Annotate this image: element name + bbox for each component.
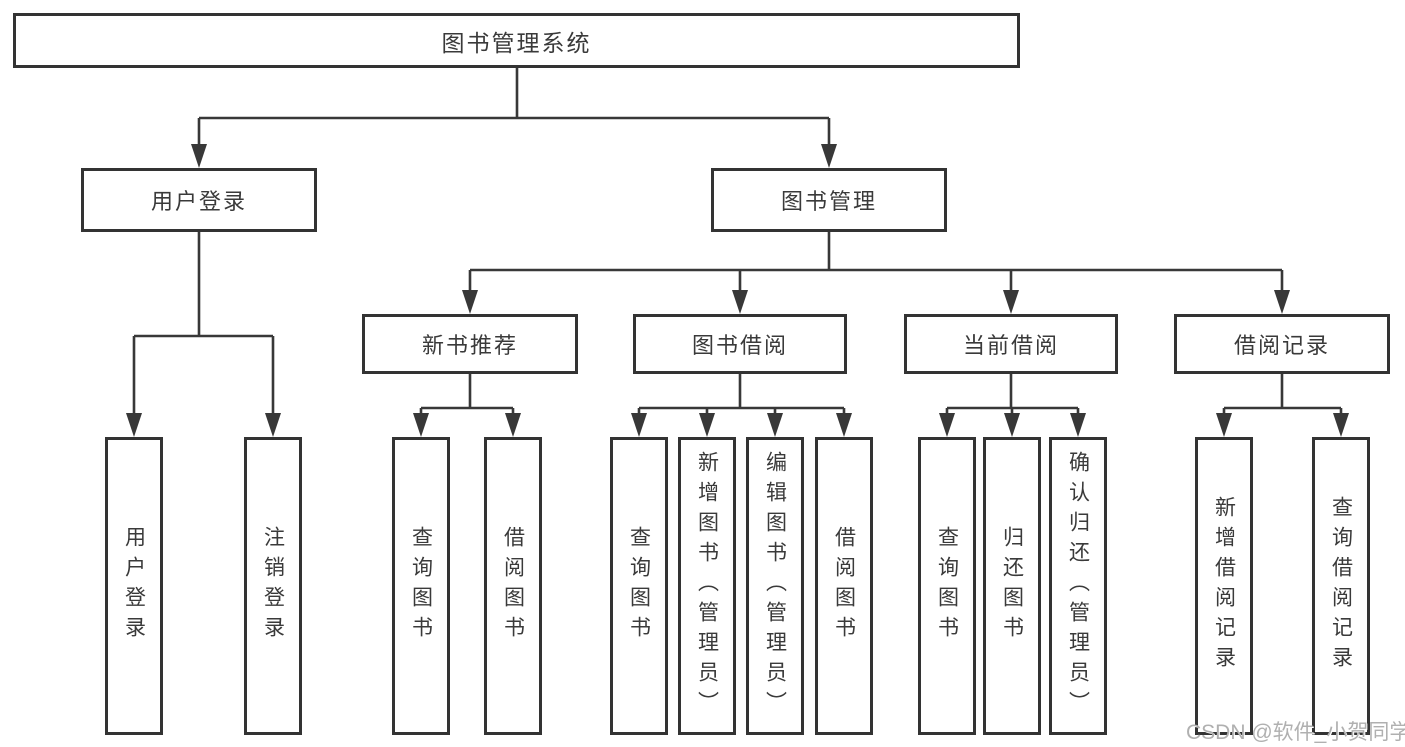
leaf-borrow-books-borrow-label: 借阅图书 (832, 526, 856, 646)
leaf-confirm-return-admin: 确认归还（管理员） (1049, 437, 1107, 735)
node-user-login: 用户登录 (81, 168, 317, 232)
leaf-edit-book-admin: 编辑图书（管理员） (746, 437, 804, 735)
leaf-query-books-borrow: 查询图书 (610, 437, 668, 735)
node-current-borrow: 当前借阅 (904, 314, 1118, 374)
leaf-logout: 注销登录 (244, 437, 302, 735)
node-new-book-recommend: 新书推荐 (362, 314, 578, 374)
leaf-return-books: 归还图书 (983, 437, 1041, 735)
leaf-add-borrow-record-label: 新增借阅记录 (1212, 496, 1236, 676)
node-borrow-records: 借阅记录 (1174, 314, 1390, 374)
leaf-query-books-current: 查询图书 (918, 437, 976, 735)
leaf-query-books-recommend: 查询图书 (392, 437, 450, 735)
leaf-add-book-admin: 新增图书（管理员） (678, 437, 736, 735)
leaf-user-login-label: 用户登录 (122, 526, 146, 646)
leaf-query-books-current-label: 查询图书 (935, 526, 959, 646)
node-book-borrow-label: 图书借阅 (691, 333, 788, 358)
leaf-user-login: 用户登录 (105, 437, 163, 735)
node-root: 图书管理系统 (13, 13, 1020, 68)
leaf-query-borrow-record: 查询借阅记录 (1312, 437, 1370, 735)
leaf-confirm-return-admin-label: 确认归还（管理员） (1066, 451, 1090, 721)
leaf-add-borrow-record: 新增借阅记录 (1195, 437, 1253, 735)
leaf-borrow-books-borrow: 借阅图书 (815, 437, 873, 735)
leaf-add-book-admin-label: 新增图书（管理员） (695, 451, 719, 721)
leaf-edit-book-admin-label: 编辑图书（管理员） (763, 451, 787, 721)
leaf-logout-label: 注销登录 (261, 526, 285, 646)
leaf-borrow-books-recommend-label: 借阅图书 (501, 526, 525, 646)
leaf-borrow-books-recommend: 借阅图书 (484, 437, 542, 735)
leaf-query-borrow-record-label: 查询借阅记录 (1329, 496, 1353, 676)
node-book-management: 图书管理 (711, 168, 947, 232)
node-book-management-label: 图书管理 (780, 189, 877, 214)
leaf-return-books-label: 归还图书 (1000, 526, 1024, 646)
node-user-login-label: 用户登录 (150, 189, 247, 214)
node-book-borrow: 图书借阅 (633, 314, 847, 374)
node-current-borrow-label: 当前借阅 (962, 333, 1059, 358)
leaf-query-books-recommend-label: 查询图书 (409, 526, 433, 646)
node-new-book-recommend-label: 新书推荐 (421, 333, 518, 358)
node-root-label: 图书管理系统 (441, 29, 592, 56)
leaf-query-books-borrow-label: 查询图书 (627, 526, 651, 646)
watermark: CSDN @软件_小贺同学 (1186, 721, 1405, 744)
node-borrow-records-label: 借阅记录 (1233, 333, 1330, 358)
